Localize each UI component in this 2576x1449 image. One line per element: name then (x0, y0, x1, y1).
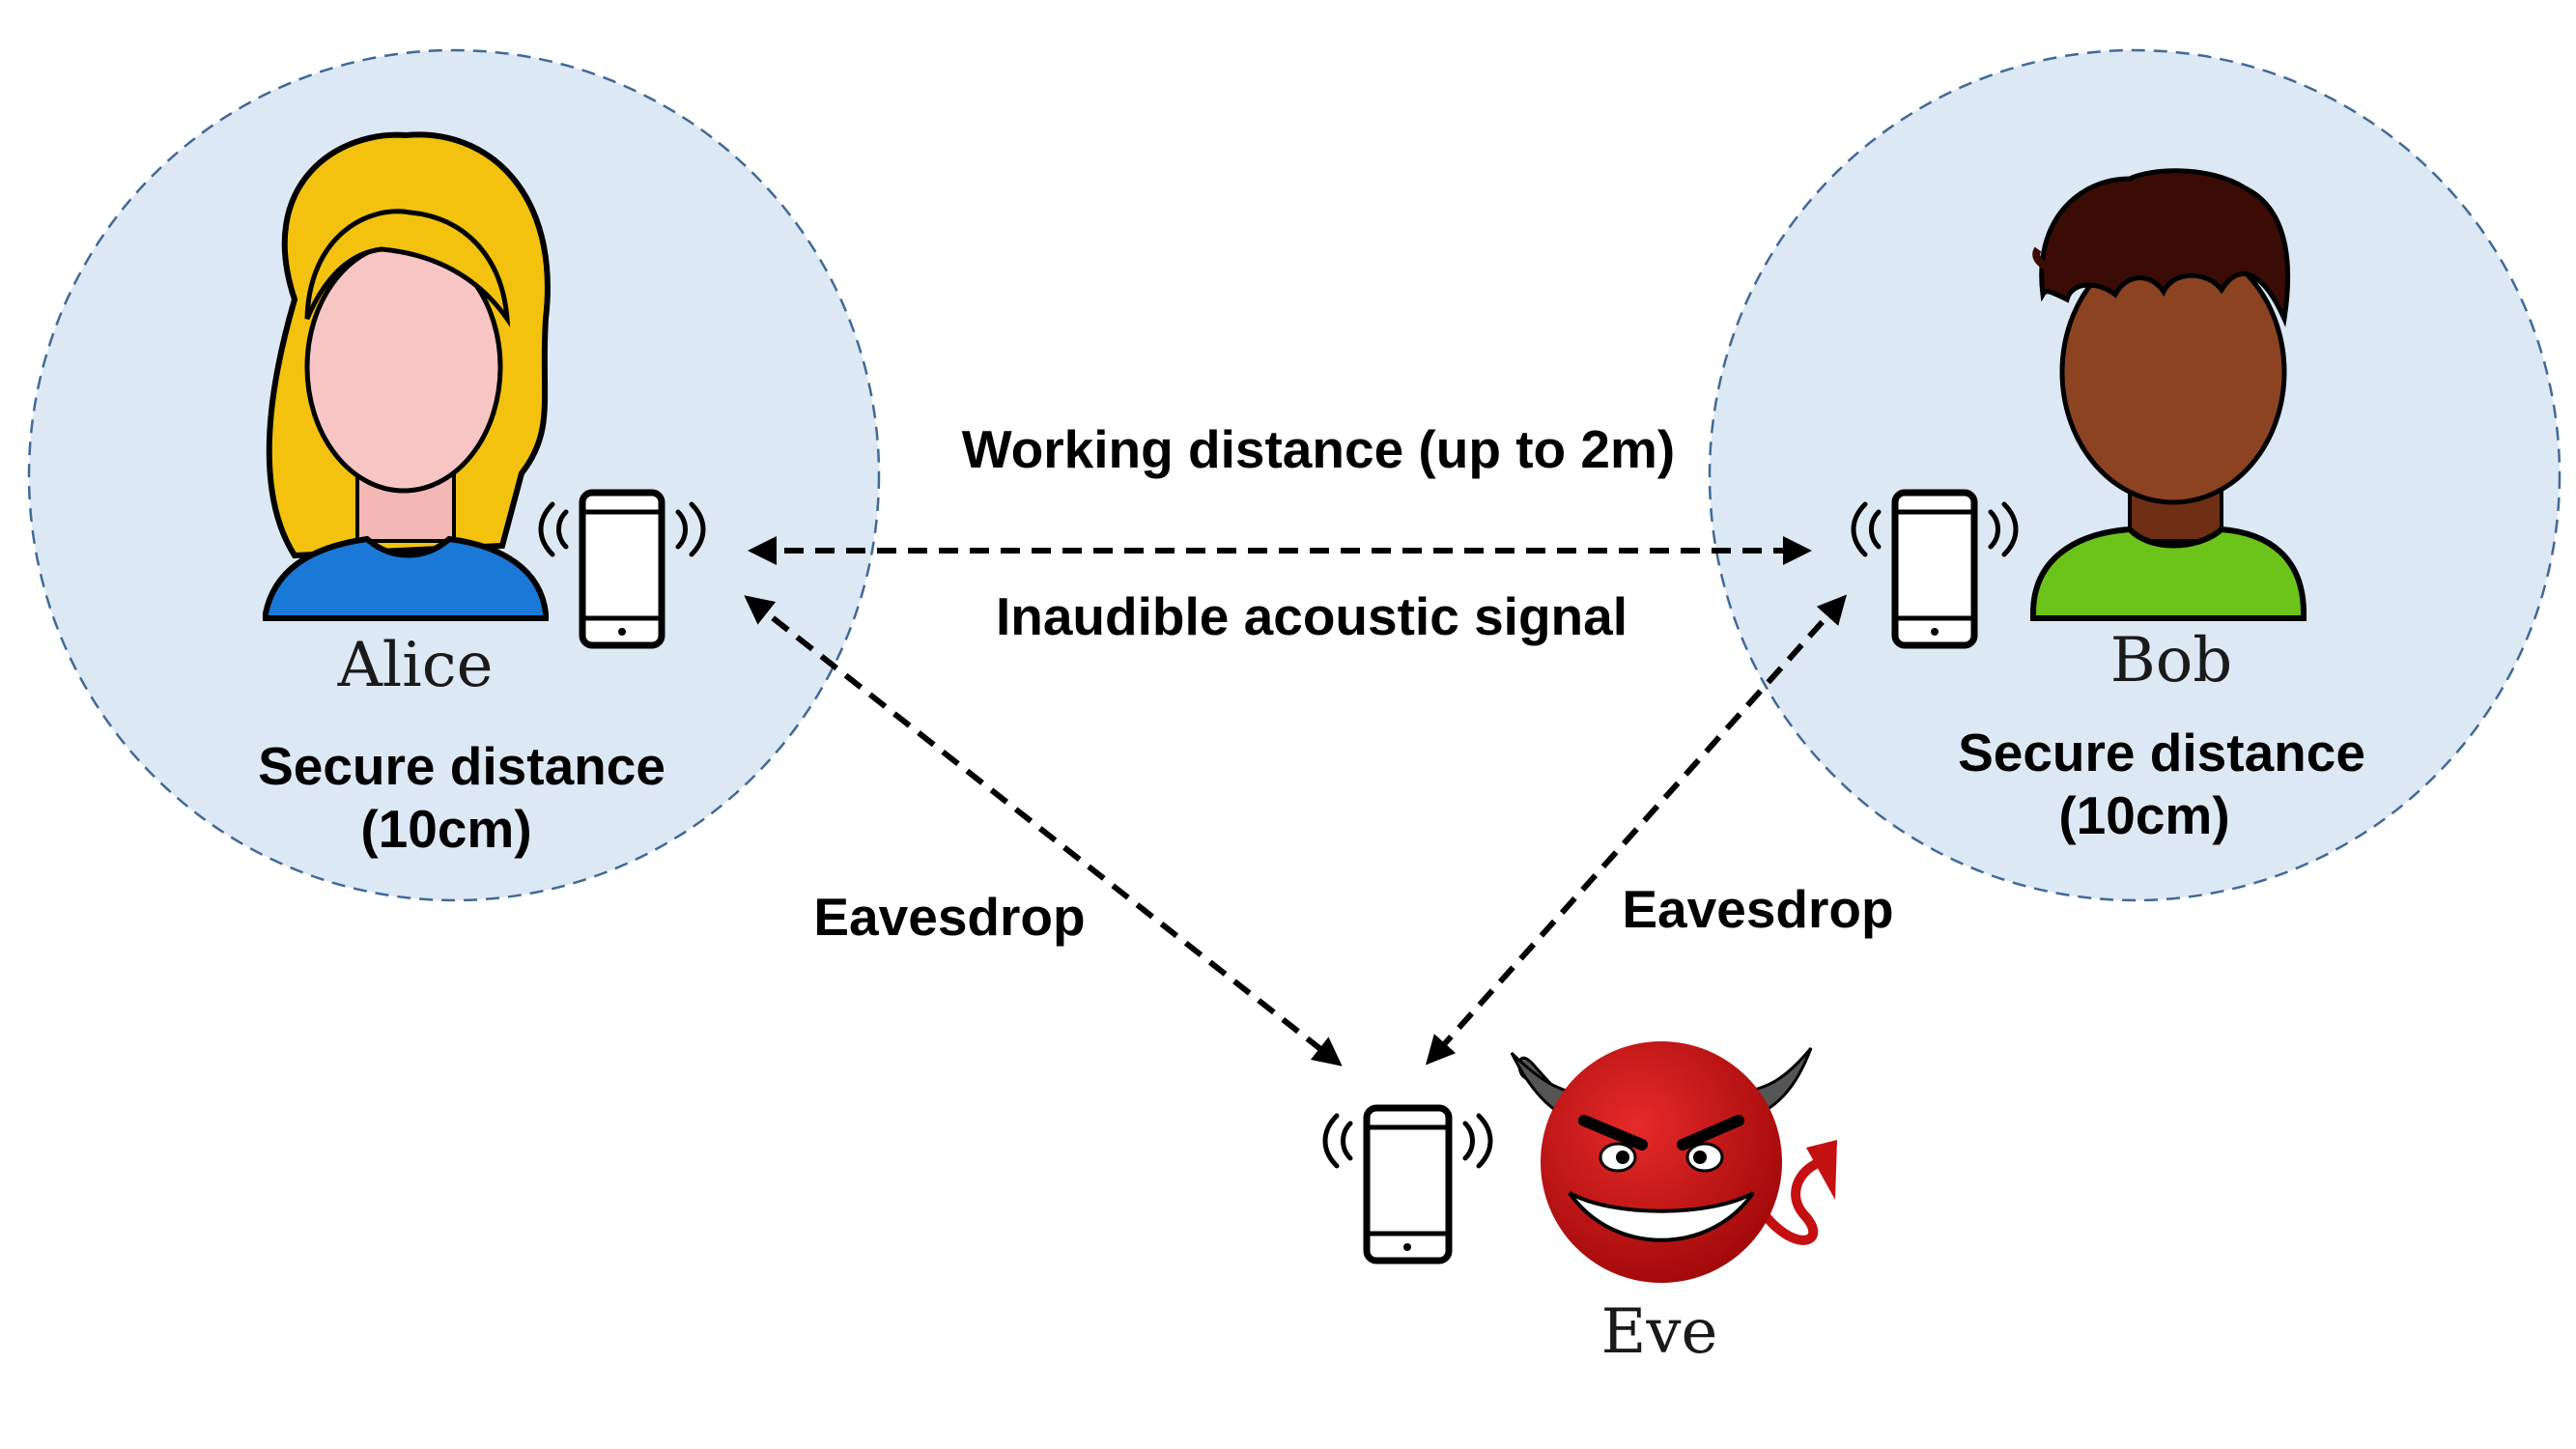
eavesdrop-arrow-bob (1425, 594, 1848, 1065)
sound-wave-icon (1462, 1121, 1475, 1161)
alice-secure-value: (10cm) (360, 799, 531, 859)
sound-wave-icon (1988, 509, 2000, 550)
eve-avatar (1510, 1041, 1837, 1283)
alice-name: Alice (337, 630, 494, 701)
eavesdrop-label-left: Eavesdrop (813, 887, 1085, 947)
eavesdrop-label-right: Eavesdrop (1622, 879, 1893, 939)
alice-secure-label: Secure distance (258, 736, 665, 796)
bob-avatar (2030, 168, 2307, 621)
signal-label: Inaudible acoustic signal (996, 586, 1628, 646)
bob-name: Bob (2110, 625, 2233, 696)
eavesdrop-arrow-alice (744, 595, 1343, 1066)
sound-wave-icon (675, 509, 688, 550)
sound-wave-icon (556, 509, 569, 550)
sound-wave-icon (1341, 1121, 1353, 1161)
alice-avatar (263, 131, 551, 621)
sound-wave-icon (1869, 509, 1882, 550)
alice-phone-icon (538, 489, 706, 649)
eve-phone-icon (1322, 1104, 1493, 1264)
bob-secure-label: Secure distance (1958, 723, 2365, 782)
bob-phone-icon (1851, 489, 2019, 649)
eve-name: Eve (1601, 1296, 1718, 1368)
working-distance-label: Working distance (up to 2m) (962, 419, 1675, 479)
bob-secure-value: (10cm) (2058, 785, 2229, 845)
